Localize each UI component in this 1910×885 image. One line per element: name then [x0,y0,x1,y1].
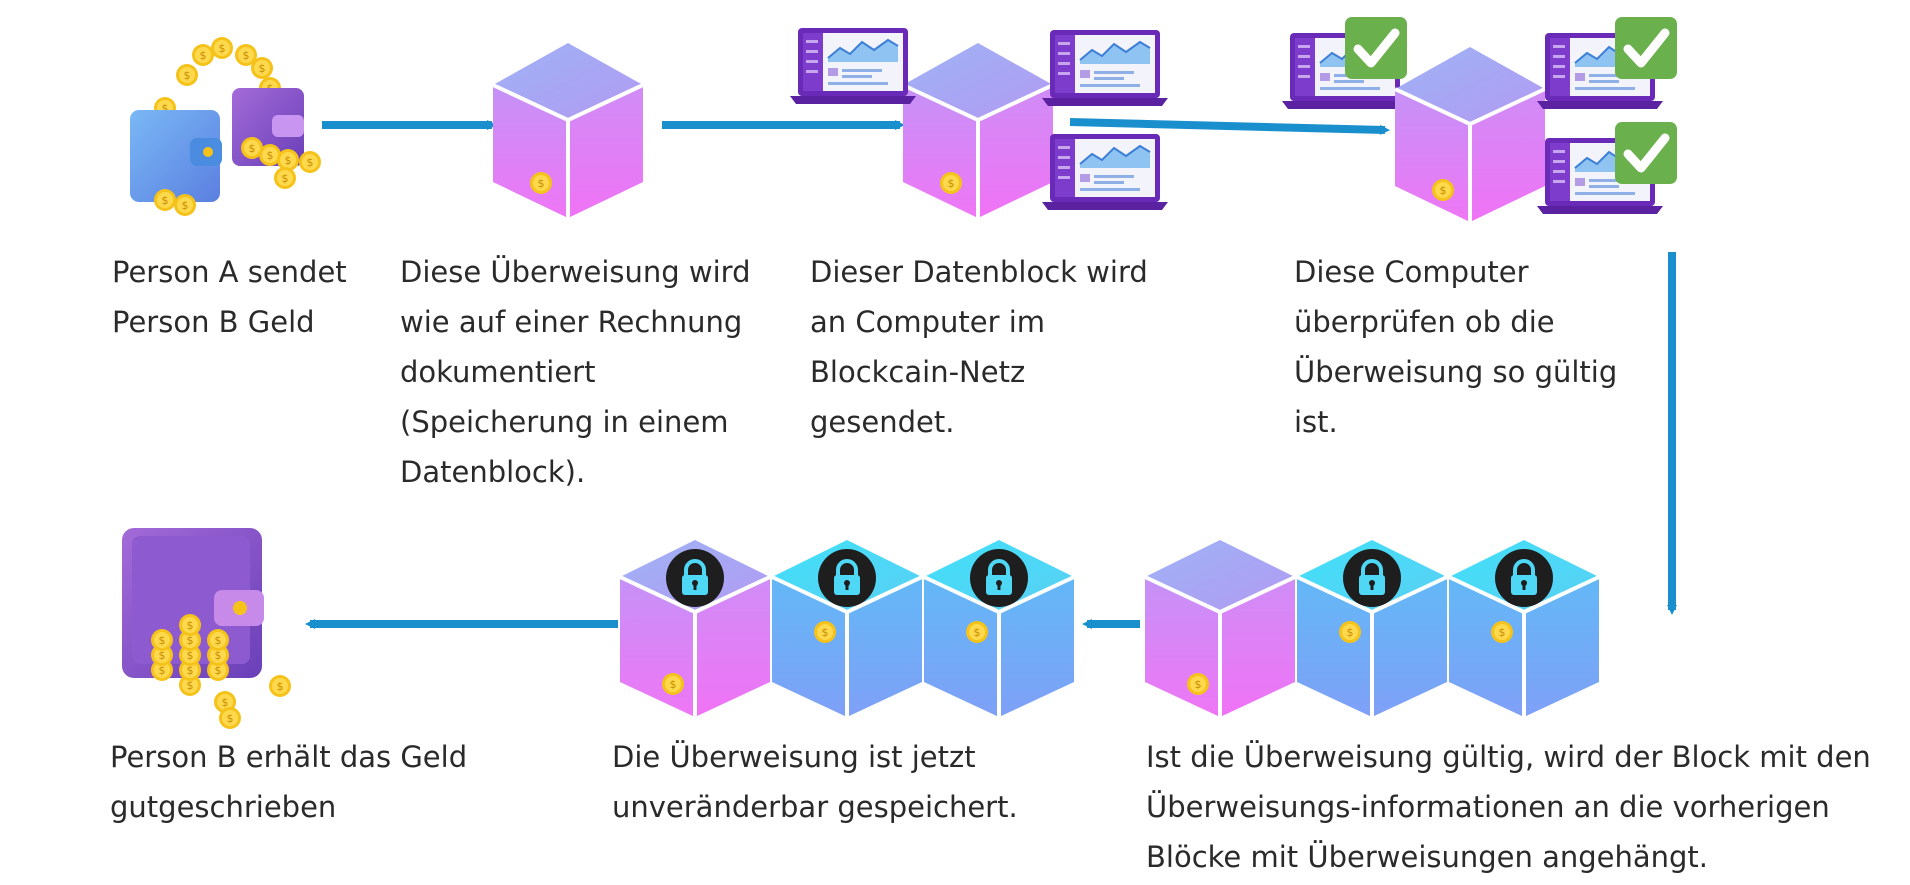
data-block-cube-icon [1448,540,1600,717]
step-caption-broadcast: Dieser Datenblock wird an Computer im Bl… [810,255,1148,439]
padlock-icon [1493,547,1555,609]
step-caption-stored: Die Überweisung ist jetzt unveränderbar … [612,740,1018,824]
coin-icon [1187,673,1209,695]
wallet-icon [130,110,220,202]
blockchain-chain-locked [619,540,1075,717]
coin-icon [176,64,198,86]
padlock-icon [816,547,878,609]
coin-icon [192,44,214,66]
step-caption-send: Person A sendet Person B Geld [112,255,347,339]
coin-icon [269,675,291,697]
coin-icon [151,629,173,651]
data-block-cube-icon [492,43,644,218]
checkmark-icon [1615,17,1677,79]
coin-icon [211,37,233,59]
step-caption-received: Person B erhält das Geld gutgeschrieben [110,740,468,824]
coin-icon [207,629,229,651]
coin-icon [1491,621,1513,643]
laptop-icon [789,27,917,105]
wallets-coins-icon [130,37,321,216]
step-caption-document: Diese Überweisung wird wie auf einer Rec… [400,255,751,489]
coin-icon [940,172,962,194]
coin-icon [219,707,241,729]
checkmark-icon [1615,122,1677,184]
data-block-cube-icon [902,43,1054,218]
arrow-icon [1069,118,1390,135]
coin-icon [662,673,684,695]
step-caption-verify: Diese Computer überprüfen ob die Überwei… [1294,255,1618,439]
blockchain-chain-right [1144,540,1600,717]
data-block-cube-icon [771,540,923,717]
coin-icon [814,621,836,643]
coin-icon [299,151,321,173]
padlock-icon [968,547,1030,609]
coin-icon [154,189,176,211]
data-block-cube-icon [1144,540,1296,717]
checkmark-icon [1345,17,1407,79]
coin-icon [1339,621,1361,643]
coin-icon [251,57,273,79]
padlock-icon [1341,547,1403,609]
coin-icon [174,194,196,216]
coin-icon [274,167,296,189]
coin-icon [179,614,201,636]
wallet-icon [122,528,291,729]
step-caption-append: Ist die Überweisung gültig, wird der Blo… [1146,740,1871,874]
laptop-icon [1041,29,1169,107]
laptop-icon [1041,133,1169,211]
coin-icon [1432,179,1454,201]
data-block-cube-icon [1394,47,1546,222]
coin-icon [530,172,552,194]
coin-icon [966,621,988,643]
padlock-icon [664,547,726,609]
data-block-cube-icon [619,540,771,717]
